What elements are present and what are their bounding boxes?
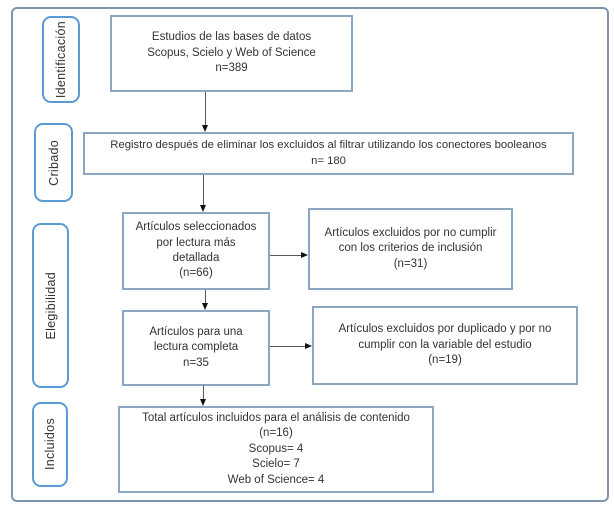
- box-selected-detailed-line: detallada: [172, 252, 220, 264]
- box-databases-line: Estudios de las bases de datos: [151, 31, 312, 44]
- box-full-reading-count: n=35: [183, 356, 209, 369]
- box-included-total-scielo: Scielo= 7: [252, 458, 300, 471]
- box-excluded-criteria-line: con los criterios de inclusión: [338, 242, 483, 255]
- stage-box-incluidos: Incluidos: [32, 402, 68, 487]
- box-excluded-criteria: Artículos excluidos por no cumplir con l…: [308, 208, 513, 290]
- stage-box-cribado: Cribado: [34, 123, 73, 202]
- box-selected-detailed-line: por lectura más: [156, 236, 236, 249]
- arrow-selected-to-excluded-criteria: [270, 252, 308, 259]
- diagram-outer-frame: [11, 7, 609, 502]
- stage-label-elegibilidad: Elegibilidad: [43, 271, 58, 340]
- box-excluded-duplicates-line: cumplir con la variable del estudio: [358, 338, 532, 351]
- box-excluded-duplicates: Artículos excluidos por duplicado y por …: [312, 306, 578, 385]
- stage-label-cribado: Cribado: [46, 139, 61, 186]
- arrow-full-reading-to-included: [200, 385, 207, 406]
- box-excluded-criteria-count: (n=31): [393, 257, 428, 270]
- stage-box-identificacion: Identificación: [42, 16, 80, 103]
- box-included-total-scopus: Scopus= 4: [248, 442, 304, 455]
- arrow-full-reading-to-excluded-duplicates: [270, 343, 312, 350]
- box-excluded-duplicates-line: Artículos excluidos por duplicado y por …: [338, 323, 552, 336]
- box-included-total-wos: Web of Science= 4: [227, 473, 325, 486]
- box-databases: Estudios de las bases de datos Scopus, S…: [110, 15, 353, 92]
- arrow-databases-to-screening: [202, 92, 209, 132]
- box-screening: Registro después de eliminar los excluid…: [83, 132, 574, 175]
- box-selected-detailed: Artículos seleccionados por lectura más …: [122, 212, 270, 290]
- box-selected-detailed-line: Artículos seleccionados: [135, 221, 257, 234]
- box-included-total-line: Total artículos incluidos para el anális…: [142, 411, 410, 424]
- arrow-selected-to-full-reading: [202, 290, 209, 310]
- box-screening-line: Registro después de eliminar los excluid…: [110, 139, 547, 152]
- box-included-total-count: (n=16): [259, 427, 293, 440]
- box-full-reading-line: Artículos para una: [149, 325, 243, 338]
- box-screening-count: n= 180: [311, 154, 346, 167]
- stage-box-elegibilidad: Elegibilidad: [32, 223, 69, 388]
- box-excluded-criteria-line: Artículos excluidos por no cumplir: [324, 226, 497, 239]
- stage-label-incluidos: Incluidos: [43, 418, 57, 471]
- box-selected-detailed-count: (n=66): [179, 267, 213, 280]
- box-databases-line: Scopus, Scielo y Web of Science: [147, 46, 316, 59]
- box-full-reading-line: lectura completa: [153, 341, 239, 354]
- box-excluded-duplicates-count: (n=19): [428, 354, 462, 367]
- box-databases-count: n=389: [215, 62, 248, 75]
- arrow-screening-to-selected: [200, 175, 207, 212]
- box-full-reading: Artículos para una lectura completa n=35: [122, 310, 270, 386]
- box-included-total: Total artículos incluidos para el anális…: [118, 406, 434, 493]
- stage-label-identificacion: Identificación: [54, 20, 68, 99]
